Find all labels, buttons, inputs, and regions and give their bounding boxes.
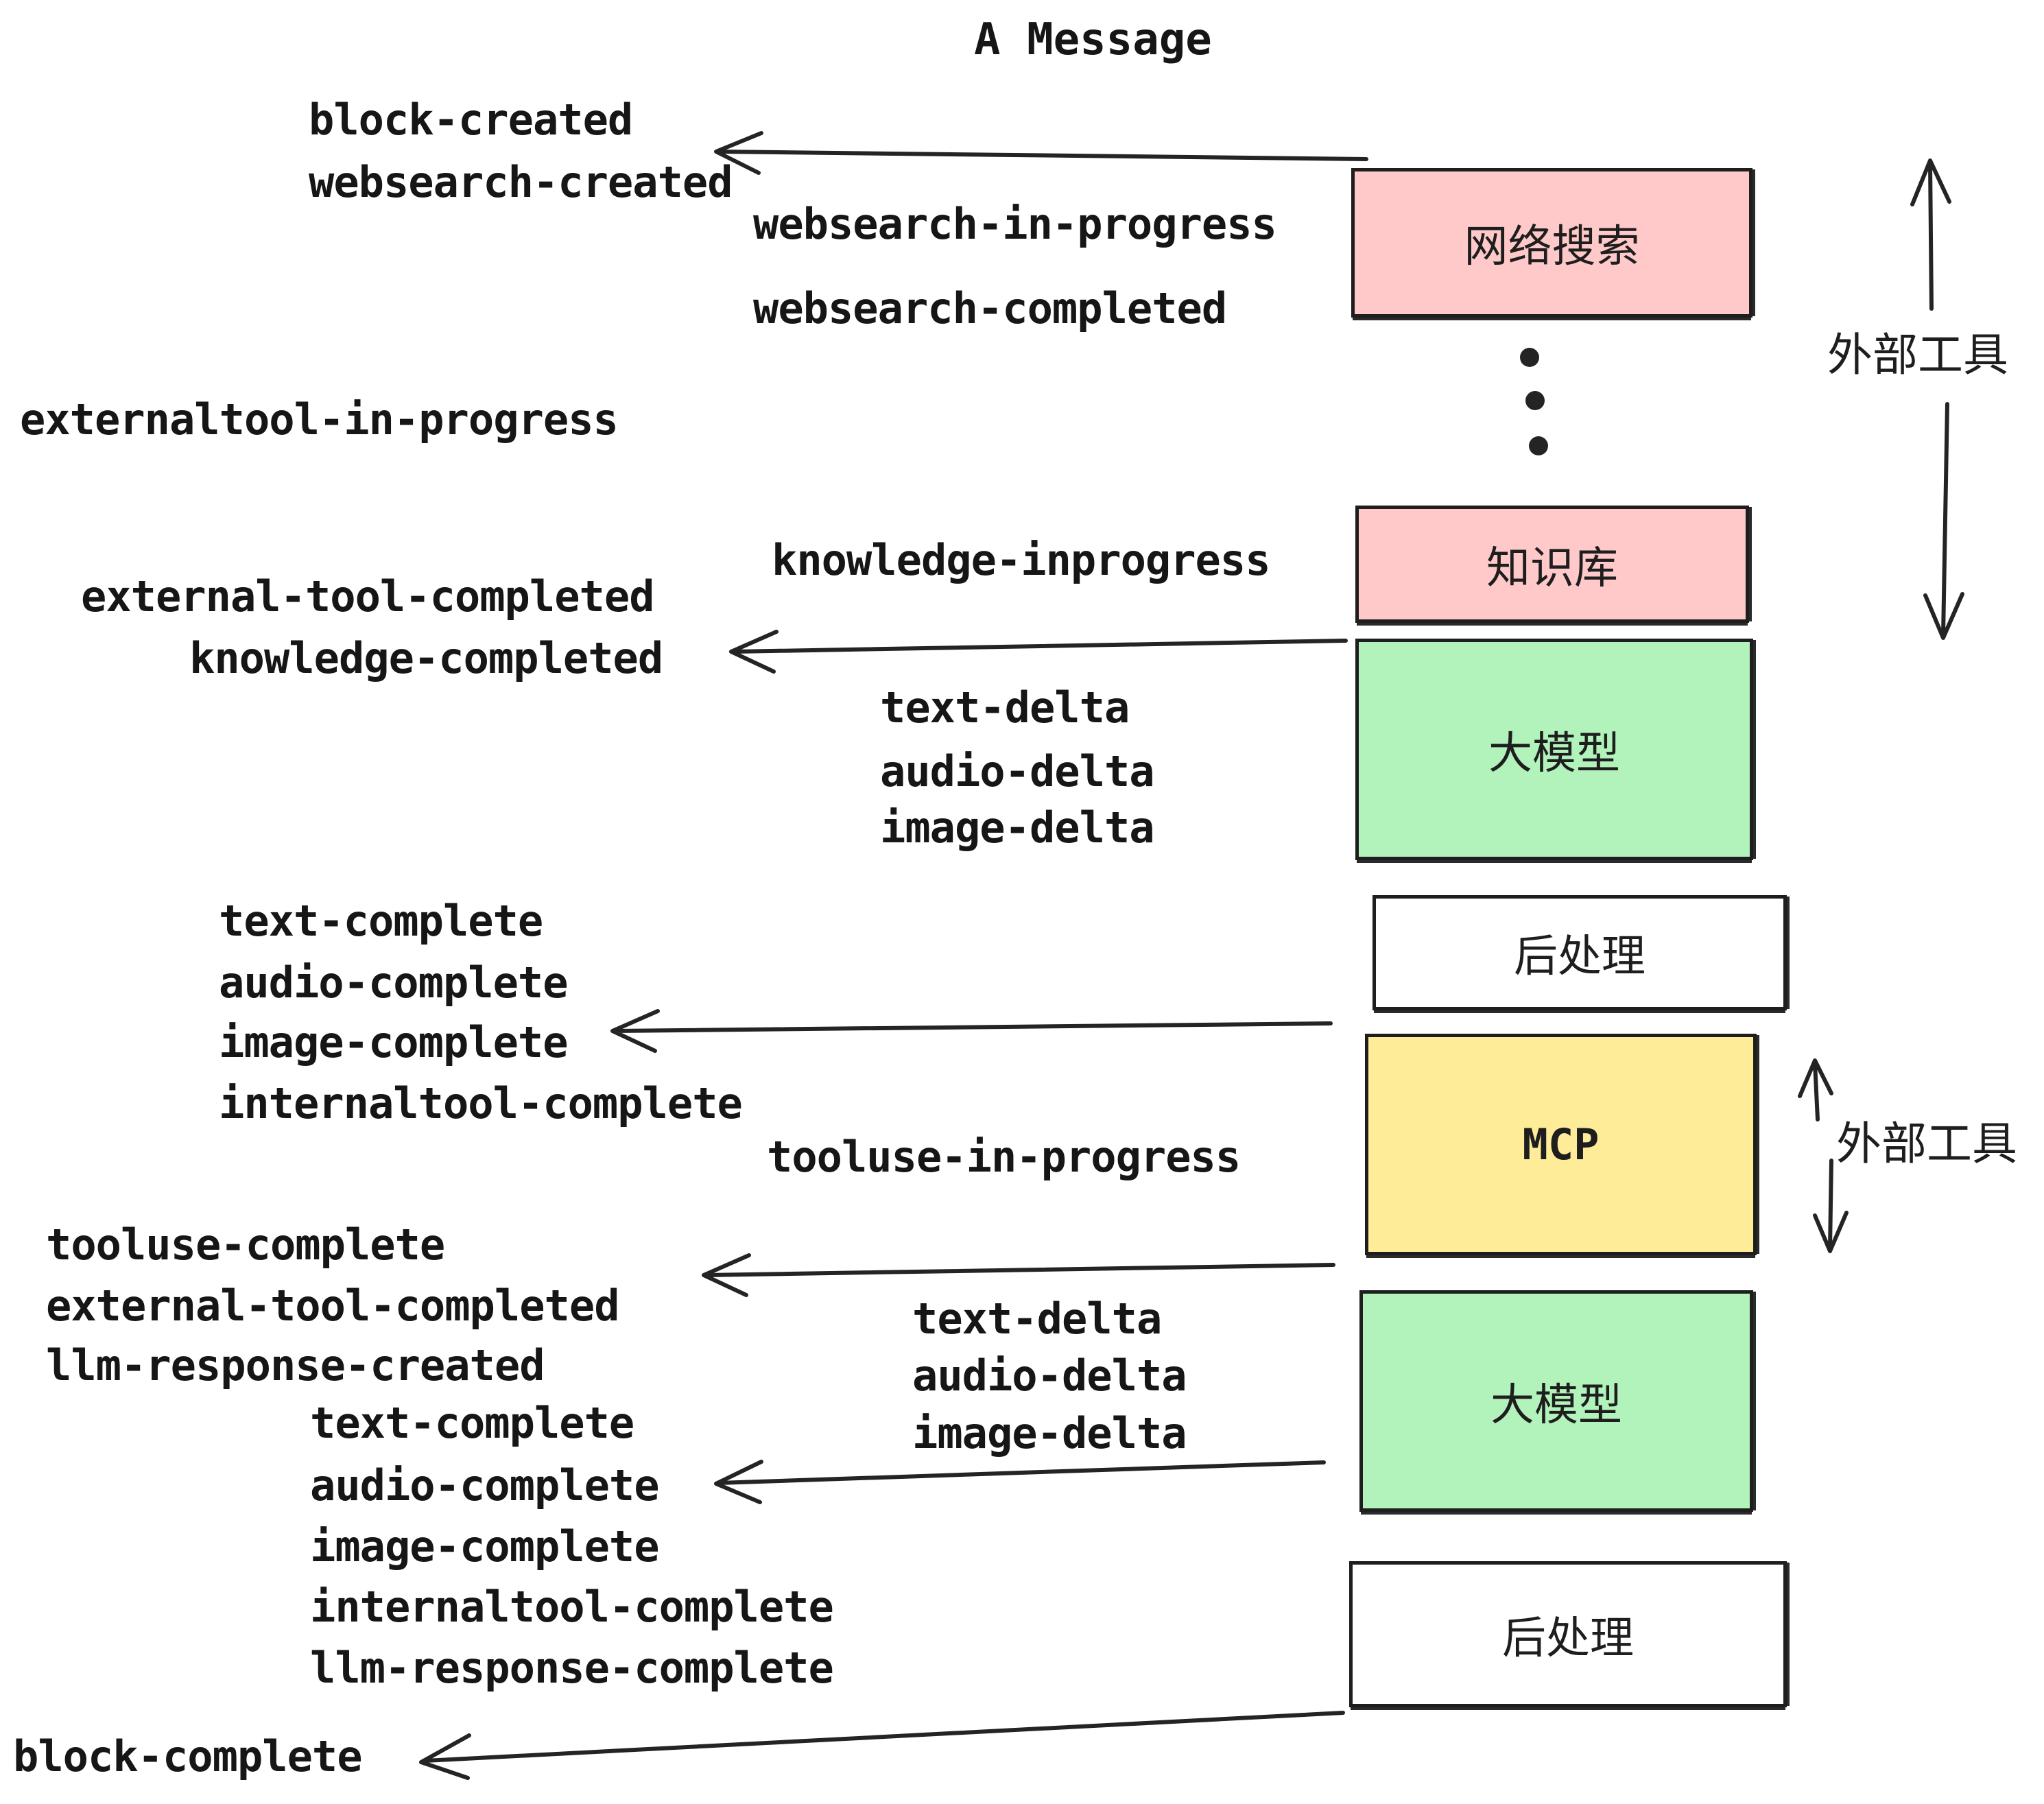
event-block-complete: block-complete <box>13 1731 363 1781</box>
box-postprocess-2: 后处理 <box>1349 1561 1787 1707</box>
box-mcp-label: MCP <box>1522 1119 1600 1170</box>
ellipsis-dots <box>1520 348 1548 455</box>
box-websearch-label: 网络搜索 <box>1464 222 1640 272</box>
event-llm-response-complete: llm-response-complete <box>310 1643 834 1693</box>
arrow-external-tools-top-down <box>1923 402 1964 640</box>
event-llm-response-created: llm-response-created <box>46 1340 545 1390</box>
arrow-tooluse-complete <box>702 1253 1335 1297</box>
event-image-complete-2: image-complete <box>310 1521 660 1571</box>
box-websearch: 网络搜索 <box>1351 168 1752 318</box>
event-knowledge-completed: knowledge-completed <box>189 633 663 683</box>
arrow-block-complete <box>419 1711 1345 1780</box>
event-knowledge-inprogress: knowledge-inprogress <box>772 535 1271 585</box>
box-postprocess-2-label: 后处理 <box>1502 1613 1634 1664</box>
box-postprocess-1: 后处理 <box>1372 895 1787 1010</box>
diagram-title: A Message <box>974 14 1212 65</box>
annotation-external-tools-bottom: 外部工具 <box>1836 1117 2017 1170</box>
event-block-created: block-created <box>309 95 633 145</box>
event-internaltool-complete-2: internaltool-complete <box>310 1582 834 1632</box>
box-mcp: MCP <box>1365 1034 1757 1255</box>
event-audio-complete-1: audio-complete <box>219 958 569 1008</box>
event-tooluse-complete: tooluse-complete <box>46 1220 445 1270</box>
event-internaltool-complete-1: internaltool-complete <box>219 1078 743 1128</box>
event-image-delta-2: image-delta <box>912 1408 1187 1458</box>
box-llm-1: 大模型 <box>1355 639 1753 860</box>
arrow-block-created <box>714 131 1368 175</box>
event-text-complete-2: text-complete <box>310 1398 634 1448</box>
event-external-tool-completed-2: external-tool-completed <box>46 1281 620 1331</box>
box-knowledge-label: 知识库 <box>1486 543 1618 594</box>
event-audio-delta-1: audio-delta <box>880 746 1155 796</box>
arrow-image-complete <box>610 1009 1333 1053</box>
event-websearch-in-progress: websearch-in-progress <box>753 199 1277 249</box>
event-image-delta-1: image-delta <box>880 803 1155 853</box>
annotation-external-tools-top: 外部工具 <box>1827 329 2008 381</box>
box-knowledge: 知识库 <box>1355 506 1749 623</box>
arrow-external-tools-bottom-down <box>1813 1159 1849 1253</box>
box-llm-2-label: 大模型 <box>1490 1379 1622 1431</box>
box-postprocess-1-label: 后处理 <box>1514 931 1645 982</box>
event-external-tool-completed-1: external-tool-completed <box>81 571 655 621</box>
arrow-audio-complete <box>714 1460 1326 1504</box>
event-externaltool-in-progress: externaltool-in-progress <box>20 394 619 444</box>
event-tooluse-in-progress: tooluse-in-progress <box>767 1132 1241 1182</box>
event-image-complete-1: image-complete <box>219 1017 569 1067</box>
arrow-external-tools-bottom-up <box>1798 1058 1833 1121</box>
arrow-knowledge-completed <box>729 630 1348 674</box>
event-audio-complete-2: audio-complete <box>310 1460 660 1510</box>
event-audio-delta-2: audio-delta <box>912 1351 1187 1401</box>
event-text-delta-2: text-delta <box>912 1294 1162 1344</box>
box-llm-2: 大模型 <box>1359 1290 1753 1512</box>
event-websearch-completed: websearch-completed <box>753 283 1227 333</box>
arrow-external-tools-top-up <box>1910 158 1951 311</box>
box-llm-1-label: 大模型 <box>1488 728 1620 779</box>
event-text-complete-1: text-complete <box>219 896 543 946</box>
event-websearch-created: websearch-created <box>309 157 733 207</box>
event-text-delta-1: text-delta <box>880 683 1130 733</box>
